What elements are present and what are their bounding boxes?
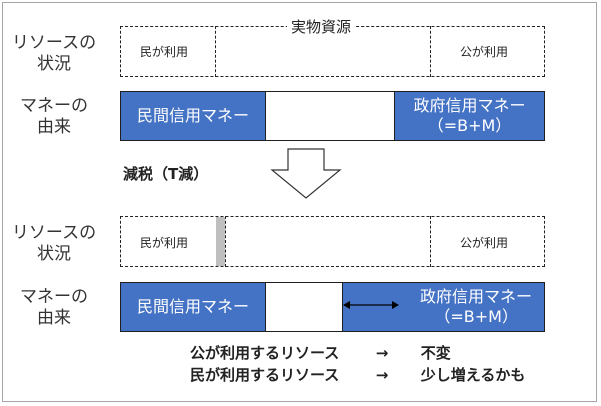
conclusion-private: 民が利用するリソース → 少し増えるかも [190, 366, 526, 384]
down-arrow-icon [270, 148, 342, 199]
bottom-money-label: マネーの 由来 [20, 287, 88, 328]
bottom-gov-money: 政府信用マネー （=B+M） [342, 282, 545, 332]
top-resource-divider-left [215, 26, 216, 77]
bottom-resource-bar [120, 216, 545, 267]
bottom-money-gap [265, 282, 343, 332]
top-private-money: 民間信用マネー [120, 91, 266, 141]
bottom-public-use: 公が利用 [460, 236, 509, 250]
top-public-use: 公が利用 [460, 45, 509, 59]
bottom-resource-divider-left [225, 216, 226, 267]
top-private-use: 民が利用 [140, 45, 189, 59]
bottom-private-use: 民が利用 [140, 236, 189, 250]
top-gov-money: 政府信用マネー （=B+M） [394, 91, 545, 141]
top-resource-divider-right [430, 26, 431, 77]
bottom-private-money: 民間信用マネー [120, 282, 266, 332]
conclusion-public: 公が利用するリソース → 不変 [190, 344, 451, 362]
bottom-resource-divider-right [430, 216, 431, 267]
top-money-label: マネーの 由来 [20, 96, 88, 137]
transition-label: 減税（T減） [123, 165, 209, 183]
top-resource-label: リソースの 状況 [11, 33, 97, 74]
increase-marker [216, 217, 225, 266]
top-money-gap [265, 91, 395, 141]
double-arrow-icon [343, 301, 399, 309]
real-resources-title: 実物資源 [287, 16, 356, 37]
bottom-resource-label: リソースの 状況 [11, 223, 97, 264]
